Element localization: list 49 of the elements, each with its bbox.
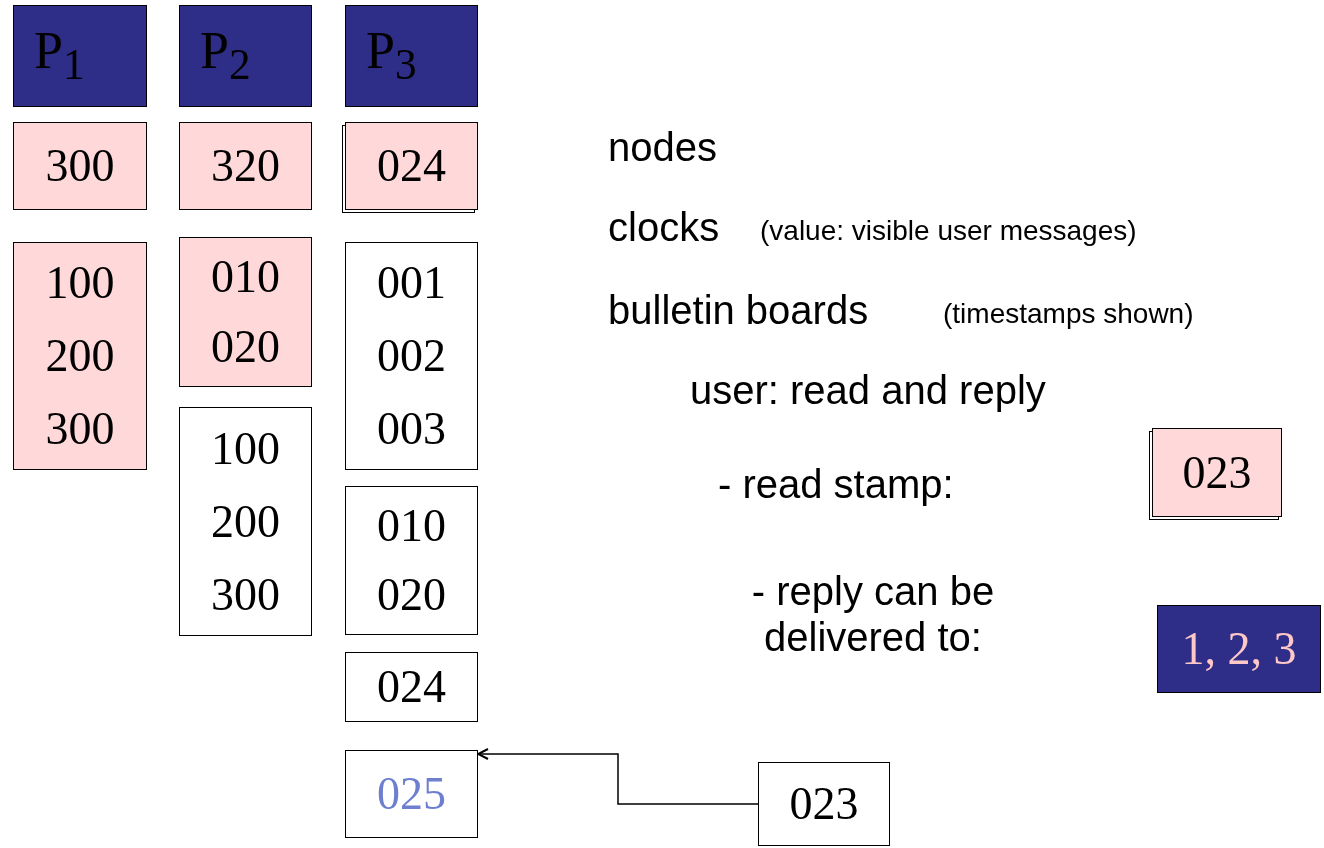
highlighted-box	[13, 122, 147, 210]
value-text: 300	[45, 143, 115, 189]
process-name: P$_{3}$	[366, 25, 417, 87]
process-name: P$_{1}$	[34, 25, 85, 87]
value-text: 010	[211, 254, 280, 300]
value-text: 002	[377, 333, 446, 379]
description-text: nodes	[608, 125, 717, 170]
description-text: user: read and reply	[690, 368, 1046, 413]
value-text: 020	[211, 324, 280, 370]
description-text: - read stamp:	[718, 462, 954, 507]
value-text: 010	[377, 502, 446, 549]
highlighted-box	[179, 122, 312, 210]
value-text: 023	[789, 781, 859, 827]
value-text: 1, 2, 3	[1181, 626, 1297, 672]
process-header	[179, 5, 312, 107]
value-text: 003	[377, 405, 446, 452]
value-text: 024	[377, 664, 446, 710]
value-text: 100	[211, 425, 280, 472]
process-header	[345, 5, 478, 107]
note-text: (value: visible user messages)	[760, 215, 1137, 247]
stamp-box	[345, 122, 478, 210]
board-box	[179, 407, 312, 636]
value-text: 200	[211, 498, 280, 545]
value-text: 023	[1182, 449, 1252, 496]
value-text: 300	[45, 405, 115, 452]
process-name: P$_{2}$	[200, 25, 251, 87]
note-text: (timestamps shown)	[943, 298, 1194, 330]
description-text: clocks	[608, 205, 720, 250]
value-text: 320	[211, 143, 280, 189]
recipients-box	[1157, 605, 1321, 693]
description-text: - reply can be delivered to:	[750, 568, 996, 660]
description-text: bulletin boards	[608, 288, 869, 333]
highlighted-box	[179, 237, 312, 387]
arrow	[477, 748, 759, 805]
value-text: 200	[45, 333, 115, 379]
value-text: 100	[45, 260, 115, 307]
value-text: 025	[377, 771, 446, 817]
board-box	[345, 652, 478, 722]
highlighted-box	[13, 242, 147, 470]
value-text: 020	[377, 572, 446, 619]
board-box	[758, 762, 890, 846]
value-text: 300	[211, 571, 280, 618]
board-box	[345, 242, 478, 470]
board-box	[345, 486, 478, 635]
value-text: 024	[377, 143, 446, 189]
stamp-box	[1152, 428, 1282, 517]
value-text: 001	[377, 260, 446, 307]
new-message-box	[345, 750, 478, 838]
process-header	[13, 5, 147, 107]
